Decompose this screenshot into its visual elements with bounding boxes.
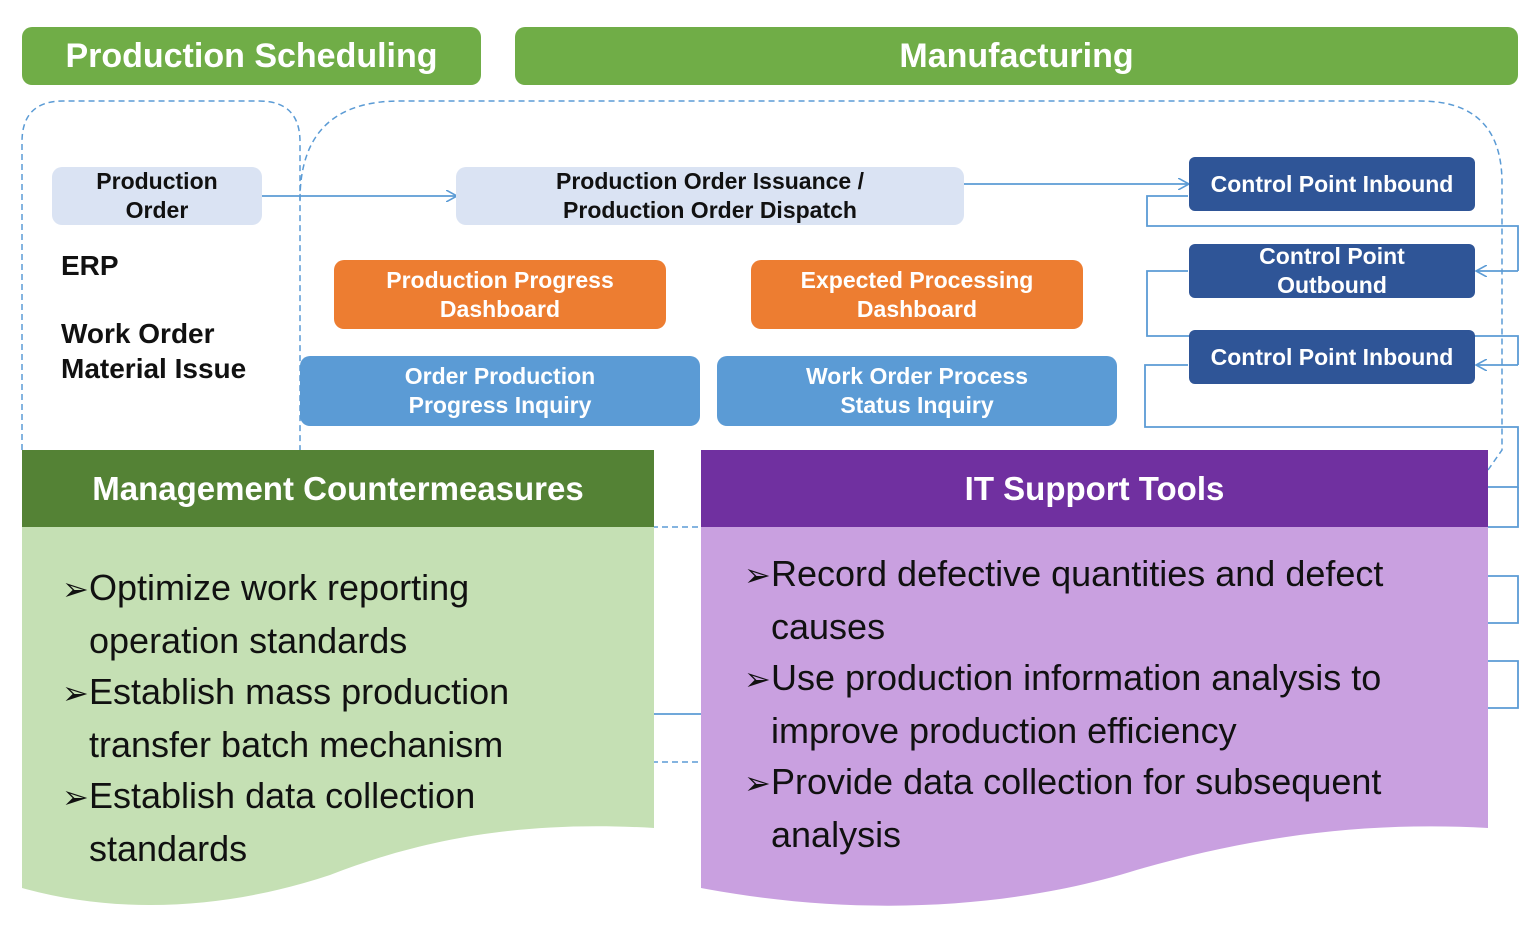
production-order-box: Production Order: [52, 167, 262, 225]
management-item-3: ➢Establish data collection standards: [62, 770, 622, 874]
bullet-arrow-icon: ➢: [62, 571, 89, 607]
bullet-arrow-icon: ➢: [744, 661, 771, 697]
expected-processing-dashboard-box: Expected Processing Dashboard: [751, 260, 1083, 329]
issuance-line-1: Production Order Issuance /: [555, 168, 865, 194]
header-manufacturing: Manufacturing: [515, 27, 1518, 85]
control-outbound-line-2: Outbound: [1277, 272, 1387, 298]
it-item-2: ➢Use production information analysis to …: [744, 652, 1474, 756]
it-tools-list: ➢Record defective quantities and defect …: [744, 548, 1474, 860]
bullet-arrow-icon: ➢: [62, 675, 89, 711]
work-order-material-issue-label: Work Order Material Issue: [61, 318, 247, 384]
progress-dashboard-line-1: Production Progress: [386, 266, 614, 293]
control-point-inbound-box-2: Control Point Inbound: [1189, 330, 1475, 384]
control-outbound-line-1: Control Point: [1259, 243, 1405, 269]
it-support-tools-title: IT Support Tools: [701, 450, 1488, 527]
management-item-1-text: Optimize work reporting operation standa…: [89, 567, 470, 661]
header-production-scheduling: Production Scheduling: [22, 27, 481, 85]
it-item-3: ➢Provide data collection for subsequent …: [744, 756, 1474, 860]
progress-dashboard-line-2: Dashboard: [439, 295, 561, 322]
it-panel-body: [701, 527, 1488, 906]
production-order-issuance-box: Production Order Issuance / Production O…: [456, 167, 964, 225]
control-point-inbound-box-1: Control Point Inbound: [1189, 157, 1475, 211]
management-item-2: ➢Establish mass production transfer batc…: [62, 666, 622, 770]
management-item-2-text: Establish mass production transfer batch…: [89, 671, 510, 765]
it-item-1-text: Record defective quantities and defect c…: [771, 553, 1384, 647]
control-inbound-1-label: Control Point Inbound: [1210, 170, 1454, 197]
production-progress-dashboard-box: Production Progress Dashboard: [334, 260, 666, 329]
production-order-label: Production Order: [96, 168, 218, 223]
management-item-1: ➢Optimize work reporting operation stand…: [62, 562, 622, 666]
order-production-progress-inquiry-box: Order Production Progress Inquiry: [300, 356, 700, 426]
management-title-label: Management Countermeasures: [92, 469, 584, 507]
bullet-arrow-icon: ➢: [744, 557, 771, 593]
order-inquiry-line-1: Order Production: [404, 363, 596, 389]
work-order-process-status-inquiry-box: Work Order Process Status Inquiry: [717, 356, 1117, 426]
bullet-arrow-icon: ➢: [744, 765, 771, 801]
header-production-scheduling-label: Production Scheduling: [65, 36, 438, 75]
scheduling-dashed-region: [21, 100, 301, 450]
header-manufacturing-label: Manufacturing: [899, 36, 1134, 75]
issuance-line-2: Production Order Dispatch: [563, 197, 857, 223]
control-point-outbound-box: Control Point Outbound: [1189, 243, 1475, 298]
expected-dashboard-line-1: Expected Processing: [800, 266, 1034, 293]
bullet-arrow-icon: ➢: [62, 779, 89, 815]
management-countermeasures-title: Management Countermeasures: [22, 450, 654, 527]
erp-label: ERP: [61, 250, 119, 281]
control-inbound-2-label: Control Point Inbound: [1210, 343, 1454, 370]
it-item-3-text: Provide data collection for subsequent a…: [771, 761, 1382, 855]
status-inquiry-line-1: Work Order Process: [805, 363, 1028, 389]
it-item-2-text: Use production information analysis to i…: [771, 657, 1382, 751]
expected-dashboard-line-2: Dashboard: [856, 295, 978, 322]
management-item-3-text: Establish data collection standards: [89, 775, 476, 869]
status-inquiry-line-2: Status Inquiry: [840, 392, 994, 418]
manufacturing-dashed-region: [299, 100, 1503, 471]
order-inquiry-line-2: Progress Inquiry: [408, 392, 592, 418]
management-list: ➢Optimize work reporting operation stand…: [62, 562, 622, 874]
it-item-1: ➢Record defective quantities and defect …: [744, 548, 1474, 652]
management-panel-body: [22, 527, 654, 906]
it-title-label: IT Support Tools: [964, 469, 1225, 507]
